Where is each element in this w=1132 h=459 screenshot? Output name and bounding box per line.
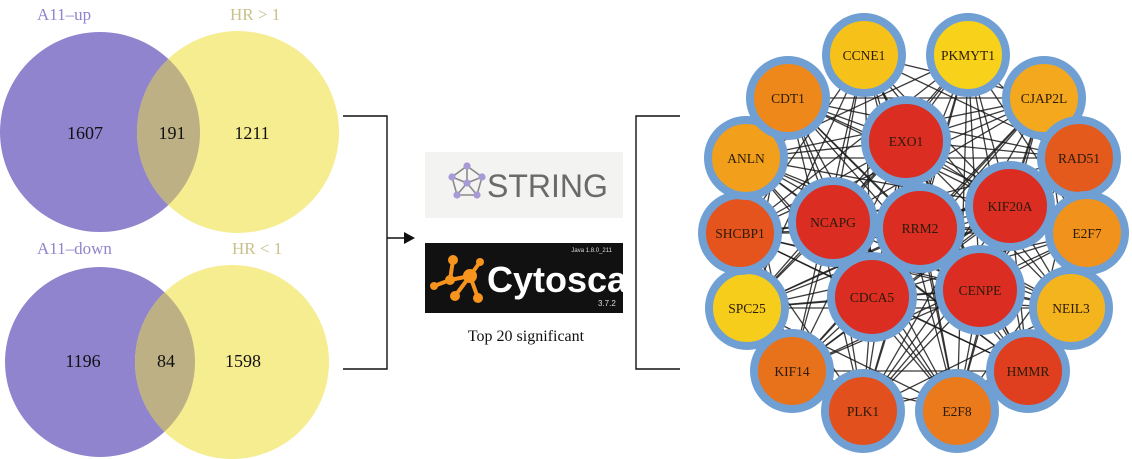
venn-top-right-label: HR > 1 xyxy=(230,5,280,24)
gene-node-label: RAD51 xyxy=(1058,151,1100,166)
gene-node-pkmyt1: PKMYT1 xyxy=(926,13,1010,97)
gene-node-rad51: RAD51 xyxy=(1037,116,1121,200)
gene-node-label: E2F8 xyxy=(942,404,972,419)
gene-node-label: CDT1 xyxy=(771,91,805,106)
gene-node-label: KIF14 xyxy=(774,364,810,379)
venn-top-left-count: 1607 xyxy=(67,123,103,143)
gene-node-circle xyxy=(821,369,905,453)
gene-node-anln: ANLN xyxy=(704,116,788,200)
gene-node-circle xyxy=(704,116,788,200)
venn-bottom-left-count: 1196 xyxy=(65,351,100,371)
cytoscape-logo-text: Cytoscape xyxy=(487,259,669,300)
venn-top-overlap-count: 191 xyxy=(159,123,186,143)
gene-node-spc25: SPC25 xyxy=(705,266,789,350)
venn-bottom-right-count: 1598 xyxy=(225,351,261,371)
cytoscape-version-text: 3.7.2 xyxy=(598,299,616,308)
gene-node-shcbp1: SHCBP1 xyxy=(698,191,782,275)
gene-node-ncapg: NCAPG xyxy=(788,177,878,267)
caption-top-20: Top 20 significant xyxy=(468,328,585,345)
gene-node-circle xyxy=(965,161,1055,251)
string-logo: STRING xyxy=(425,152,623,218)
gene-node-circle xyxy=(827,252,917,342)
venn-top-right-circle xyxy=(137,31,339,233)
arrow-head-icon xyxy=(404,232,415,244)
gene-node-kif14: KIF14 xyxy=(750,329,834,413)
gene-node-label: HMMR xyxy=(1007,364,1050,379)
gene-node-label: SPC25 xyxy=(728,301,766,316)
right-bracket xyxy=(635,115,680,370)
gene-node-e2f7: E2F7 xyxy=(1045,191,1129,275)
string-logo-text: STRING xyxy=(487,168,608,204)
gene-node-neil3: NEIL3 xyxy=(1029,266,1113,350)
gene-node-label: CCNE1 xyxy=(843,48,886,63)
venn-bottom-right-label: HR < 1 xyxy=(232,239,282,258)
gene-node-label: PLK1 xyxy=(847,404,879,419)
interaction-edge xyxy=(739,54,969,234)
cytoscape-java-text: Java 1.8.0_211 xyxy=(571,248,612,254)
gene-node-circle xyxy=(746,56,830,140)
gene-node-e2f8: E2F8 xyxy=(915,369,999,453)
gene-node-label: PKMYT1 xyxy=(941,48,995,63)
venn-bottom: A11–down HR < 1 1196 84 1598 xyxy=(5,239,329,459)
gene-node-label: KIF20A xyxy=(987,199,1032,214)
gene-node-circle xyxy=(788,177,878,267)
venn-top-left-label: A11–up xyxy=(37,5,91,24)
gene-node-cjap2l: CJAP2L xyxy=(1002,56,1086,140)
gene-node-label: E2F7 xyxy=(1072,226,1102,241)
gene-node-cenpe: CENPE xyxy=(935,245,1025,335)
gene-node-circle xyxy=(822,13,906,97)
venn-top-right-count: 1211 xyxy=(234,123,269,143)
gene-node-hmmr: HMMR xyxy=(986,329,1070,413)
gene-node-label: NEIL3 xyxy=(1052,301,1090,316)
gene-node-label: NCAPG xyxy=(810,215,856,230)
gene-node-rrm2: RRM2 xyxy=(875,183,965,273)
gene-node-label: CDCA5 xyxy=(850,290,895,305)
venn-top-left-circle xyxy=(0,32,200,232)
gene-node-cdt1: CDT1 xyxy=(746,56,830,140)
gene-node-plk1: PLK1 xyxy=(821,369,905,453)
gene-node-circle xyxy=(935,245,1025,335)
gene-node-circle xyxy=(926,13,1010,97)
venn-bottom-left-label: A11–down xyxy=(37,239,112,258)
gene-node-exo1: EXO1 xyxy=(861,96,951,186)
venn-top: A11–up HR > 1 1607 191 1211 xyxy=(0,5,339,233)
gene-node-label: RRM2 xyxy=(902,221,939,236)
gene-node-circle xyxy=(875,183,965,273)
gene-node-circle xyxy=(750,329,834,413)
gene-node-circle xyxy=(986,329,1070,413)
cytoscape-logo: Java 1.8.0_211 Cytoscape 3.7.2 xyxy=(425,243,669,313)
gene-node-label: SHCBP1 xyxy=(715,226,765,241)
venn-bottom-overlap-count: 84 xyxy=(157,351,175,371)
gene-node-circle xyxy=(1029,266,1113,350)
gene-node-label: CENPE xyxy=(959,283,1002,298)
left-bracket xyxy=(343,115,406,370)
gene-node-circle xyxy=(861,96,951,186)
gene-node-ccne1: CCNE1 xyxy=(822,13,906,97)
gene-node-label: EXO1 xyxy=(889,134,924,149)
gene-node-label: CJAP2L xyxy=(1021,91,1068,106)
gene-node-cdca5: CDCA5 xyxy=(827,252,917,342)
gene-node-kif20a: KIF20A xyxy=(965,161,1055,251)
gene-node-label: ANLN xyxy=(727,151,765,166)
venn-bottom-right-circle xyxy=(135,265,329,459)
gene-node-circle xyxy=(915,369,999,453)
